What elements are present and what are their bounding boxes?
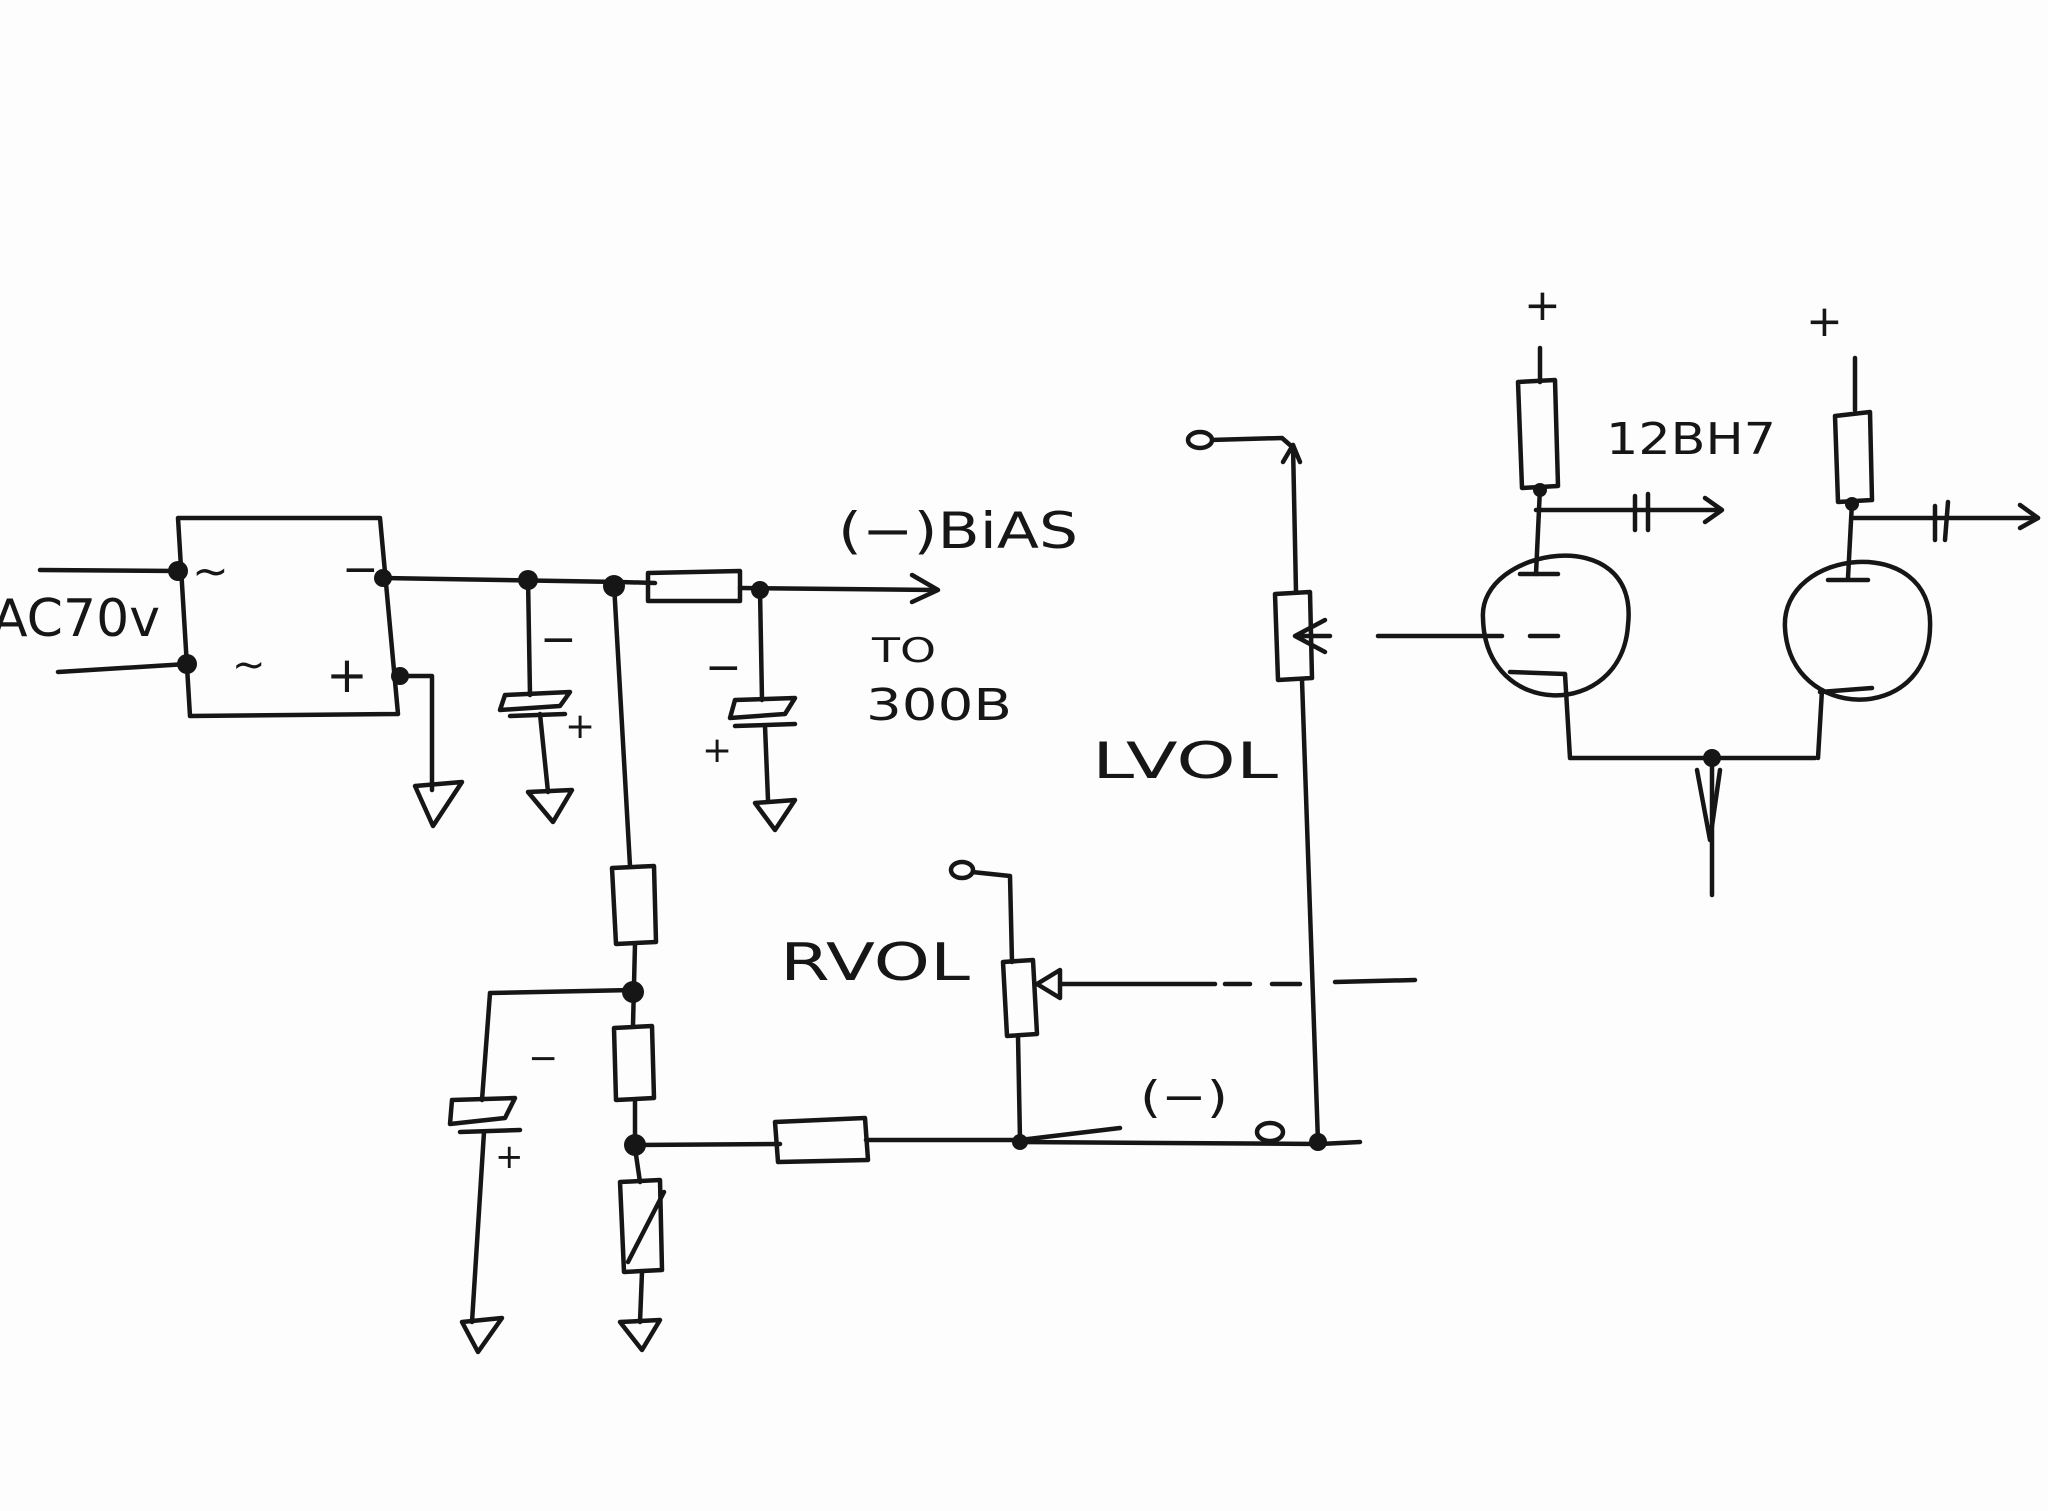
c3-plus-label: + — [495, 1137, 524, 1177]
c2-minus-label: − — [705, 642, 742, 693]
bias-label: (−)BiAS — [838, 502, 1078, 560]
c2-plus-label: + — [702, 730, 732, 771]
bridge-tilde-1: ~ — [192, 546, 229, 597]
tube-1-envelope — [1480, 553, 1631, 698]
bridge-minus-label: − — [342, 544, 379, 595]
lvol-label: LVOL — [1092, 732, 1278, 790]
bridge-plus-label: + — [326, 646, 368, 704]
bottom-rail-left — [632, 1141, 783, 1148]
negative-rail-label: (−) — [1140, 1072, 1228, 1123]
tube-2-cathode-wire — [1815, 687, 1825, 761]
junction-c1 — [518, 570, 538, 590]
bias-resistor — [645, 568, 743, 604]
junction-c2 — [751, 581, 769, 599]
junction-divider-top — [603, 575, 625, 597]
tube-1-cathode-wire — [1562, 671, 1818, 761]
rvol-top-wire — [969, 869, 1015, 965]
supply-plus-1: + — [1524, 280, 1561, 331]
lvol-top-wire — [1207, 435, 1293, 448]
tube-2-plate-resistor — [1832, 409, 1875, 505]
c2-plate-top — [727, 695, 798, 721]
c3-lead-bottom — [469, 1129, 487, 1325]
c1-minus-label: − — [540, 614, 577, 665]
tube-1-output-arrow — [1702, 495, 1725, 525]
lvol-wire-lower — [1299, 677, 1321, 1145]
rvol-bottom-wire — [1015, 1033, 1023, 1143]
rail-terminal — [1254, 1120, 1286, 1144]
c3-plate-bottom — [457, 1127, 523, 1135]
tube-2-output-arrow — [2017, 502, 2041, 531]
to-label: TO — [871, 631, 936, 671]
ground-3 — [752, 797, 798, 833]
bias-output-wire — [737, 585, 938, 593]
junction-dots — [168, 483, 1859, 1156]
c2-lead-top — [757, 587, 765, 703]
bottom-rail-right — [863, 1125, 1123, 1143]
bottom-rail-resistor — [772, 1115, 871, 1165]
tube-1-cathode — [1507, 669, 1568, 677]
bottom-rail-right-2 — [1017, 1139, 1363, 1147]
bias-output-arrow — [909, 572, 941, 605]
ground-5 — [459, 1315, 505, 1355]
tube-1-plate-resistor — [1515, 377, 1561, 491]
c3-branch-wire — [479, 987, 636, 1103]
bridge-tilde-2: ~ — [232, 642, 266, 688]
junction-ac-top — [168, 561, 188, 581]
c3-minus-label: − — [528, 1038, 558, 1079]
ground-2 — [525, 787, 575, 825]
lvol-wiper-arrow — [1292, 617, 1333, 655]
lvol-wire-upper — [1290, 442, 1299, 595]
rvol-wiper-arrow — [1034, 967, 1063, 1001]
c1-plate-bottom — [507, 711, 568, 719]
ground-1 — [412, 779, 465, 829]
junction-tube-1-plate — [1533, 483, 1547, 497]
tube-2-coupling-cap — [1932, 499, 1951, 543]
c2-lead-bottom — [762, 723, 771, 803]
c1-plus-label: + — [565, 706, 595, 747]
junction-bridge-minus — [374, 569, 392, 587]
junction-common-cathode — [1703, 749, 1721, 767]
divider-wire-top — [611, 581, 633, 869]
junction-lvol-bottom — [1309, 1133, 1327, 1151]
rectifier-box — [175, 515, 401, 719]
junction-tube-2-plate — [1845, 497, 1859, 511]
divider-resistor-2 — [611, 1023, 657, 1103]
common-cathode-shade — [1694, 767, 1723, 843]
divider-wire-ground — [637, 1269, 645, 1325]
rvol-pot-body — [1000, 957, 1040, 1039]
rvol-input-terminal — [948, 859, 976, 881]
junction-ac-bottom — [177, 654, 197, 674]
c1-lead-bottom — [537, 711, 551, 795]
rvol-label: RVOL — [780, 933, 970, 993]
ac-input-wire-bottom — [55, 661, 190, 675]
junction-bridge-plus — [391, 667, 409, 685]
trimmer-arrow — [625, 1189, 667, 1265]
tube-label: 12BH7 — [1606, 414, 1776, 465]
divider-resistor-1 — [609, 863, 659, 947]
trimmer-resistor — [617, 1177, 665, 1275]
junction-rvol-bottom — [1012, 1134, 1028, 1150]
c1-lead-top — [525, 575, 533, 698]
c1-plate-top — [497, 689, 573, 713]
tube-2-plate-wire — [1845, 499, 1855, 581]
junction-divider-mid — [622, 981, 644, 1003]
c3-plate-top — [447, 1095, 518, 1127]
supply-plus-2: + — [1806, 296, 1843, 347]
junction-divider-low — [624, 1134, 646, 1156]
lvol-input-terminal — [1185, 429, 1215, 451]
bridge-plus-wire — [395, 673, 435, 793]
ac-input-wire-top — [37, 567, 181, 574]
ac-input-label: AC70v — [0, 589, 160, 649]
tube-2-envelope — [1782, 559, 1933, 702]
rvol-wiper-dash-3 — [1332, 977, 1418, 985]
ground-4 — [617, 1317, 663, 1353]
tube-2-cathode — [1817, 685, 1875, 695]
target-label: 300B — [866, 680, 1012, 731]
tube-1-coupling-cap — [1632, 491, 1651, 533]
lvol-pot-body — [1272, 589, 1315, 683]
open-terminals — [948, 429, 1286, 1144]
